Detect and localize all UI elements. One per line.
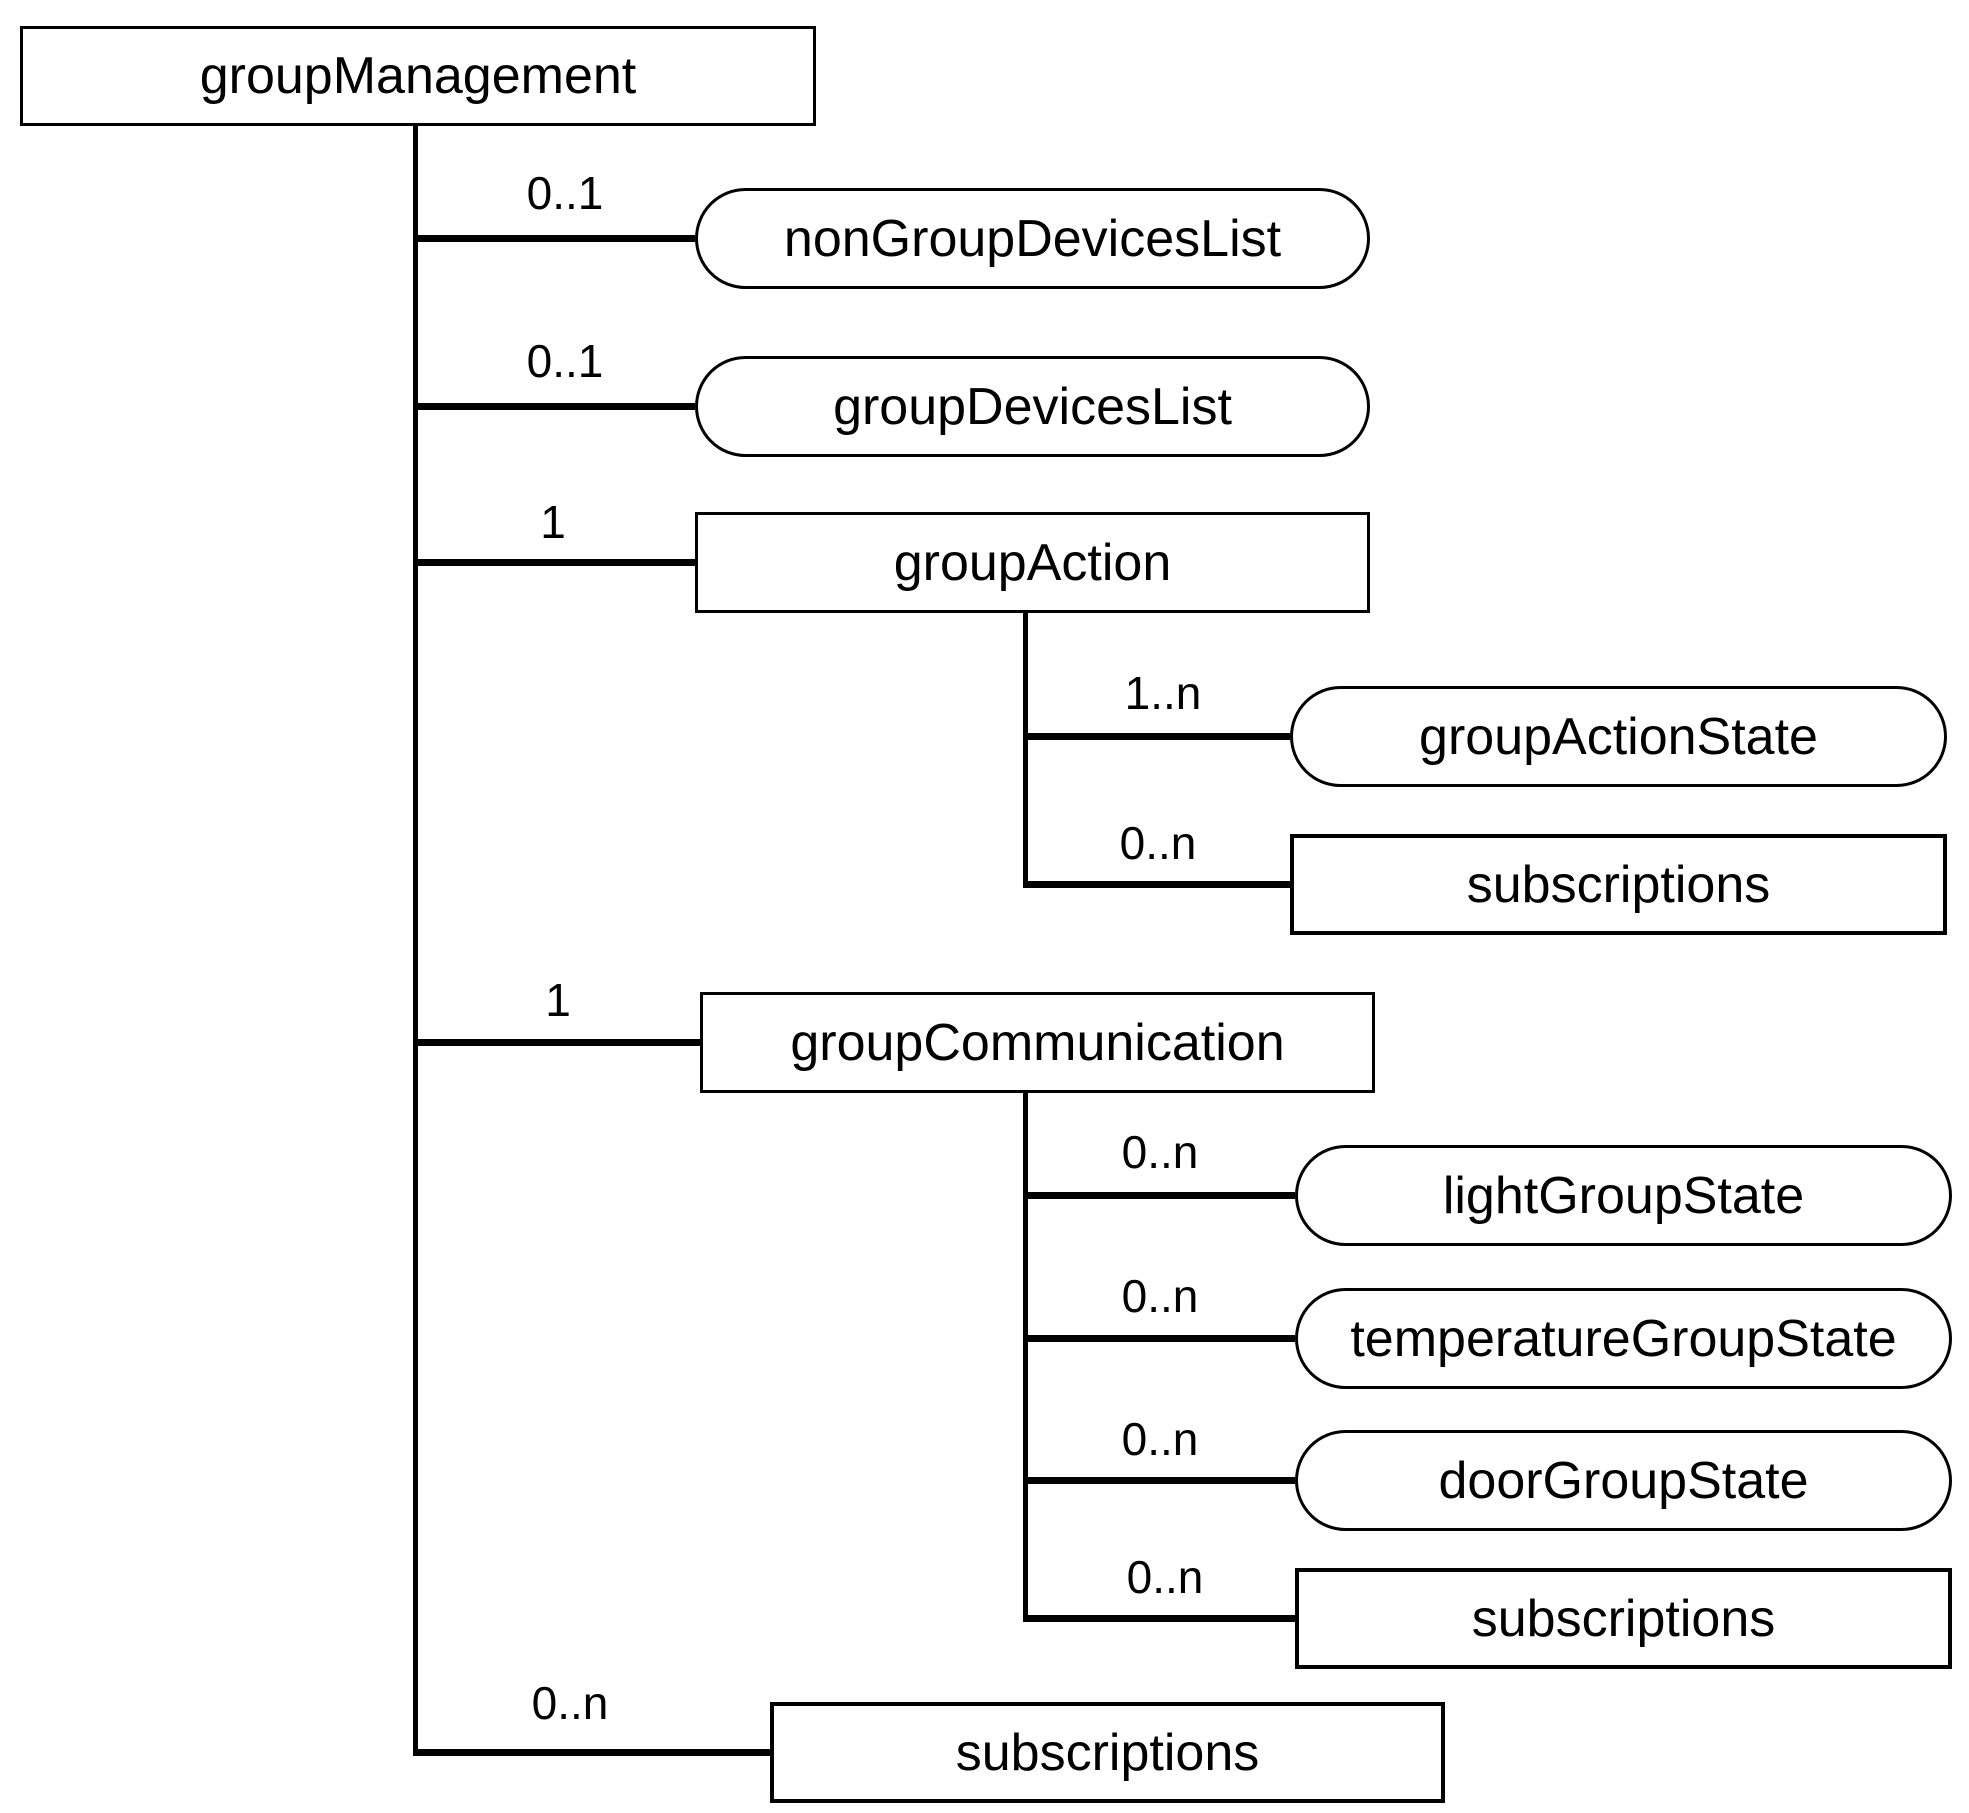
- cardinality-groupactionstate: 1..n: [1124, 667, 1202, 719]
- node-subscriptions-groupaction: subscriptions: [1290, 834, 1947, 935]
- node-groupdeviceslist: groupDevicesList: [695, 356, 1370, 457]
- cardinality-groupaction: 1: [540, 496, 566, 548]
- connector-subscriptions-root: [413, 1749, 770, 1756]
- cardinality-lightgroupstate: 0..n: [1121, 1126, 1199, 1178]
- cardinality-groupdeviceslist: 0..1: [526, 335, 604, 387]
- connector-nongroupdeviceslist: [413, 235, 695, 242]
- trunk-groupcommunication: [1023, 1092, 1028, 1622]
- connector-groupdeviceslist: [413, 403, 695, 410]
- node-subscriptions-root: subscriptions: [770, 1702, 1445, 1803]
- cardinality-subscriptions-root: 0..n: [531, 1677, 609, 1729]
- connector-groupactionstate: [1023, 733, 1290, 740]
- cardinality-subscriptions-groupcommunication: 0..n: [1126, 1551, 1204, 1603]
- connector-subscriptions-groupaction: [1023, 881, 1290, 888]
- cardinality-doorgroupstate: 0..n: [1121, 1413, 1199, 1465]
- connector-temperaturegroupstate: [1023, 1335, 1295, 1342]
- connector-groupcommunication: [413, 1039, 700, 1046]
- node-doorgroupstate: doorGroupState: [1295, 1430, 1952, 1531]
- node-temperaturegroupstate: temperatureGroupState: [1295, 1288, 1952, 1389]
- node-lightgroupstate: lightGroupState: [1295, 1145, 1952, 1246]
- connector-groupaction: [413, 559, 695, 566]
- node-groupcommunication: groupCommunication: [700, 992, 1375, 1093]
- node-groupmanagement: groupManagement: [20, 26, 816, 126]
- node-subscriptions-groupcommunication: subscriptions: [1295, 1568, 1952, 1669]
- node-nongroupdeviceslist: nonGroupDevicesList: [695, 188, 1370, 289]
- node-groupactionstate: groupActionState: [1290, 686, 1947, 787]
- trunk-groupaction: [1023, 612, 1028, 886]
- node-groupaction: groupAction: [695, 512, 1370, 613]
- connector-doorgroupstate: [1023, 1477, 1295, 1484]
- cardinality-temperaturegroupstate: 0..n: [1121, 1270, 1199, 1322]
- cardinality-groupcommunication: 1: [545, 974, 571, 1026]
- connector-subscriptions-groupcommunication: [1023, 1615, 1295, 1622]
- connector-lightgroupstate: [1023, 1192, 1295, 1199]
- trunk-groupmanagement: [413, 124, 418, 1753]
- cardinality-nongroupdeviceslist: 0..1: [526, 167, 604, 219]
- cardinality-subscriptions-groupaction: 0..n: [1119, 817, 1197, 869]
